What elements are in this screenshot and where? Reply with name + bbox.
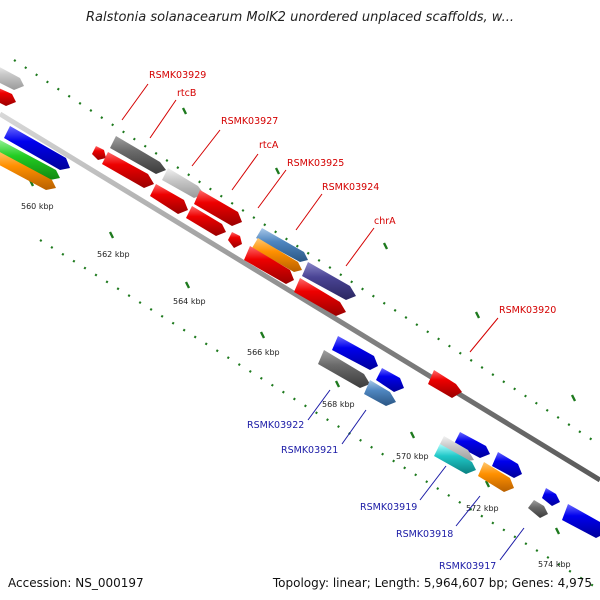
tick-label: 570 kbp: [396, 452, 429, 461]
contig-backbone: [0, 111, 600, 483]
gene-feature: [364, 380, 396, 406]
gene-feature: [110, 136, 166, 174]
gene-feature: [92, 146, 106, 160]
gene-label: RSMK03920: [499, 305, 556, 316]
tick-label: 564 kbp: [173, 297, 206, 306]
gene-feature: [244, 246, 294, 284]
forward-label-leaders: [121, 83, 499, 353]
gene-feature: [0, 88, 16, 106]
leader-line: [307, 389, 331, 421]
tick-label: 568 kbp: [322, 400, 355, 409]
gene-feature: [252, 238, 302, 272]
tick-mark: [484, 480, 491, 488]
tick-mark: [259, 331, 266, 339]
gene-feature: [438, 436, 474, 462]
gene-feature: [0, 140, 60, 180]
tick-labels: 560 kbp 562 kbp 564 kbp 566 kbp 568 kbp …: [21, 202, 571, 569]
leader-line: [469, 317, 499, 353]
tick-label: 560 kbp: [21, 202, 54, 211]
gene-label: RSMK03927: [221, 116, 278, 127]
gene-feature: [162, 168, 204, 198]
leader-line: [419, 465, 447, 501]
gene-label: RSMK03929: [149, 70, 206, 81]
tick-label: 574 kbp: [538, 560, 571, 569]
gene-feature: [434, 444, 476, 474]
reverse-label-leaders: [307, 389, 525, 561]
leader-line: [231, 153, 259, 191]
gene-feature: [454, 432, 490, 458]
tick-mark: [474, 311, 481, 319]
gene-label: RSMK03922: [247, 420, 304, 431]
gene-feature: [228, 232, 242, 248]
leader-line: [191, 129, 221, 167]
gene-feature: [186, 206, 226, 236]
tick-mark: [181, 107, 188, 115]
tick-dot-rows: [13, 59, 600, 591]
gene-label: RSMK03918: [396, 529, 453, 540]
gene-feature: [332, 336, 378, 370]
topology-summary: Topology: linear; Length: 5,964,607 bp; …: [272, 576, 592, 590]
leader-line: [295, 193, 323, 231]
gene-feature: [318, 350, 370, 388]
tick-mark: [382, 242, 389, 250]
gene-feature: [102, 152, 154, 188]
gene-label: RSMK03924: [322, 182, 379, 193]
gene-label: rtcA: [259, 140, 279, 151]
leader-line: [345, 227, 375, 267]
tick-label: 566 kbp: [247, 348, 280, 357]
gene-feature: [294, 278, 346, 316]
page-title: Ralstonia solanacearum MolK2 unordered u…: [85, 10, 514, 25]
gene-feature: [528, 500, 548, 518]
tick-mark: [334, 380, 341, 388]
tick-mark: [409, 431, 416, 439]
tick-label: 572 kbp: [466, 504, 499, 513]
gene-feature: [492, 452, 522, 478]
leader-line: [121, 83, 149, 121]
tick-mark: [554, 527, 561, 535]
tick-mark: [570, 394, 577, 402]
leader-line: [149, 99, 177, 139]
gene-feature: [302, 262, 356, 300]
tick-mark: [184, 281, 191, 289]
tick-label: 562 kbp: [97, 250, 130, 259]
accession-text: Accession: NS_000197: [8, 576, 144, 590]
gene-feature: [478, 462, 514, 492]
leader-line: [455, 495, 481, 527]
gene-feature: [256, 228, 308, 262]
gene-label: RSMK03919: [360, 502, 417, 513]
gene-feature: [0, 67, 24, 90]
reverse-genes[interactable]: [0, 126, 600, 538]
gene-feature: [376, 368, 404, 392]
tick-marks: [28, 107, 577, 535]
gene-labels[interactable]: RSMK03929 rtcB RSMK03927 rtcA RSMK03925 …: [149, 70, 556, 572]
leader-line: [341, 409, 367, 445]
gene-feature: [562, 504, 600, 538]
gene-feature: [428, 370, 462, 398]
gene-label: chrA: [374, 216, 396, 227]
gene-feature: [4, 126, 70, 170]
gene-label: rtcB: [177, 88, 196, 99]
tick-mark: [274, 167, 281, 175]
tick-mark: [108, 231, 115, 239]
forward-genes[interactable]: [0, 64, 462, 398]
leader-line: [499, 527, 525, 561]
gene-label: RSMK03925: [287, 158, 344, 169]
gene-feature: [542, 488, 560, 506]
gene-feature: [194, 190, 242, 226]
gene-feature: [0, 152, 56, 190]
gene-label: RSMK03917: [439, 561, 496, 572]
leader-line: [257, 169, 287, 209]
gene-feature: [150, 184, 188, 214]
gene-label: RSMK03921: [281, 445, 338, 456]
